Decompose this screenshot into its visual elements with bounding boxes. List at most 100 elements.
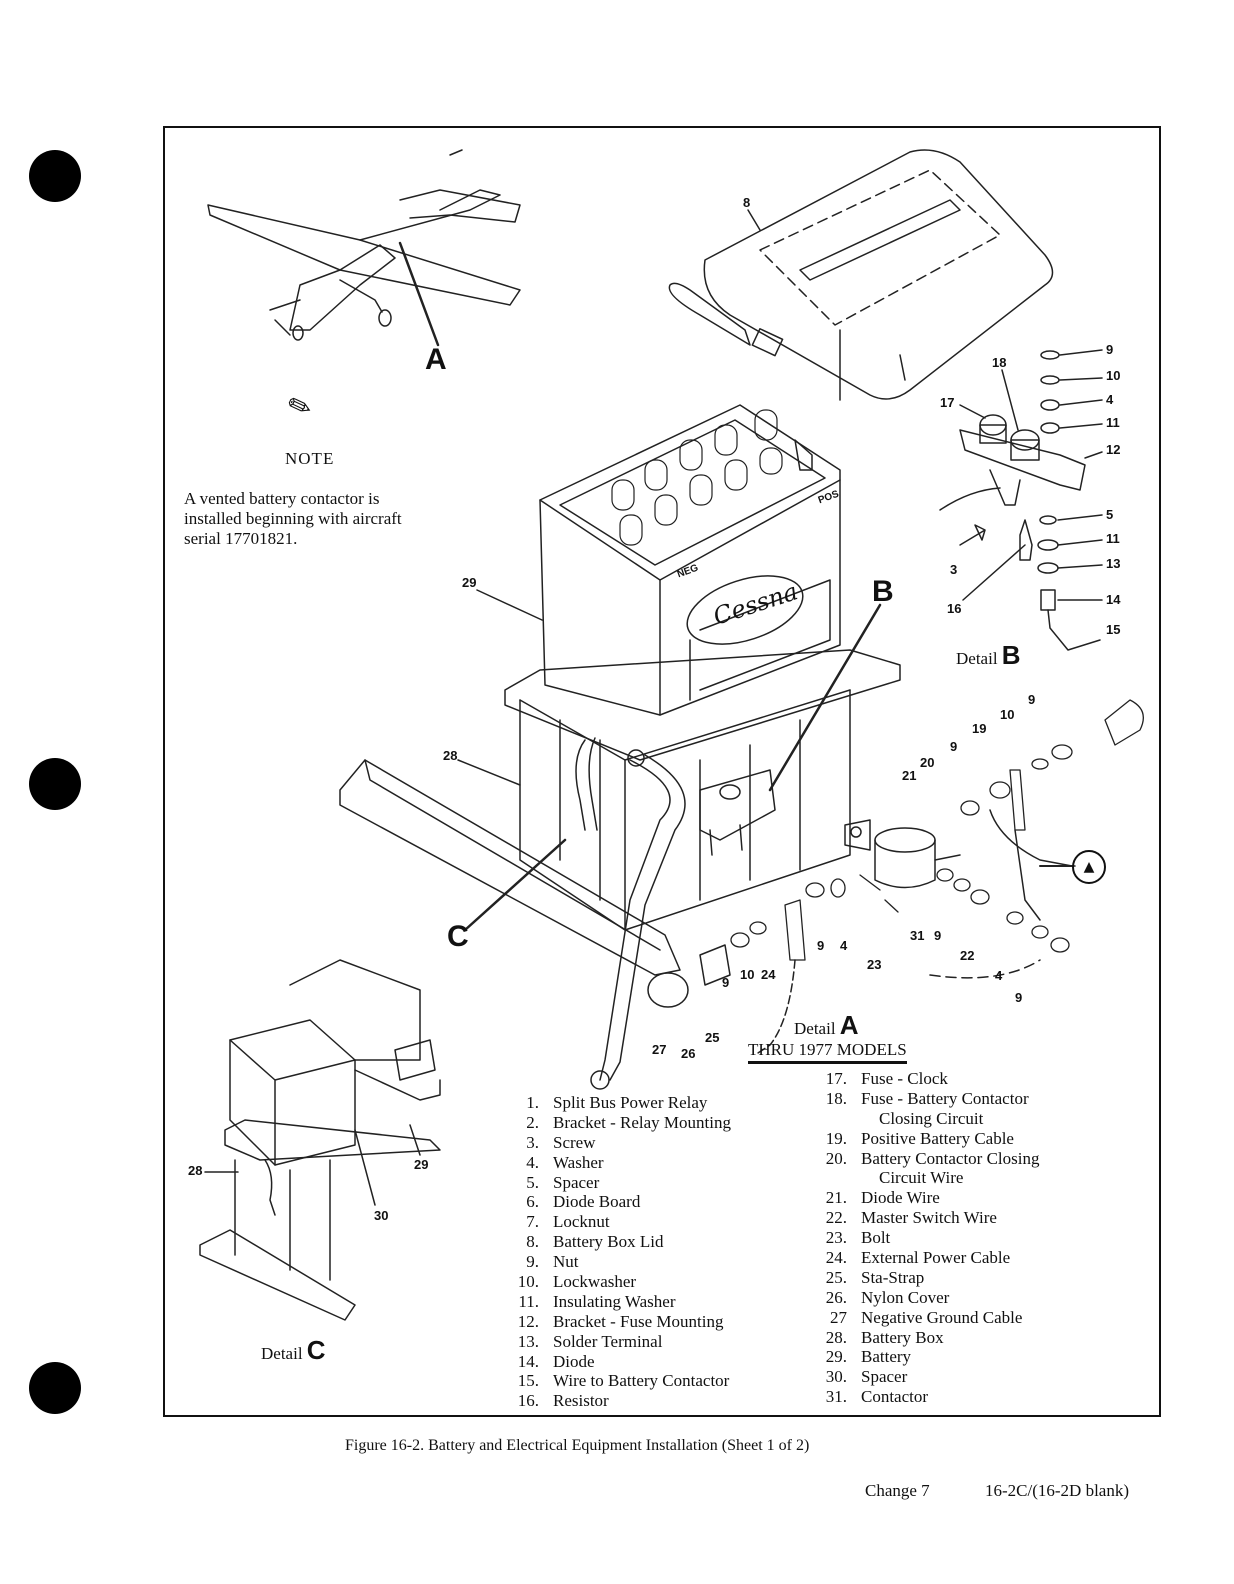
callout-21: 21: [902, 768, 917, 783]
figure-frame: [163, 126, 1161, 1417]
callout-11-detail-b-top: 11: [1106, 415, 1120, 430]
legend-item-label: Closing Circuit: [879, 1108, 984, 1128]
legend-item: 7.Locknut: [505, 1212, 805, 1232]
note-line-3: serial 17701821.: [184, 529, 298, 548]
letter-c: C: [447, 920, 469, 953]
note-line-2: installed beginning with aircraft: [184, 509, 402, 528]
legend-item-label: Diode Board: [553, 1192, 641, 1212]
callout-12: 12: [1106, 442, 1121, 457]
legend-item-label: Sta-Strap: [861, 1267, 925, 1287]
battery: [539, 404, 841, 716]
legend-item-number: 4.: [526, 1152, 539, 1172]
legend-item: 2.Bracket - Relay Mounting: [505, 1113, 805, 1133]
callout-29-main: 29: [462, 575, 477, 590]
legend-item-number: 22.: [825, 1208, 847, 1228]
callout-25: 25: [705, 1030, 720, 1045]
callout-10-upper: 10: [1000, 707, 1015, 722]
callout-5: 5: [1106, 507, 1114, 522]
legend-item-label: Battery Box Lid: [553, 1232, 664, 1252]
callout-28-detail-c: 28: [188, 1163, 203, 1178]
callout-9-mid: 9: [950, 739, 958, 754]
binder-hole-middle: [29, 758, 81, 810]
legend-item-number: 6.: [526, 1192, 539, 1212]
legend-item-number: 10.: [517, 1272, 539, 1292]
callout-9-detail-b: 9: [1106, 342, 1114, 357]
callout-24: 24: [761, 967, 776, 982]
legend-item: 1.Split Bus Power Relay: [505, 1093, 805, 1113]
detail-b-word: Detail: [956, 649, 998, 668]
legend-item: 9.Nut: [505, 1252, 805, 1272]
legend-item-number: 11.: [518, 1291, 539, 1311]
legend-item: Closing Circuit: [813, 1109, 1113, 1129]
legend-item-number: 23.: [825, 1228, 847, 1248]
callout-9-lower: 9: [817, 938, 825, 953]
callout-4-lower: 4: [840, 938, 848, 953]
leader-a: [398, 241, 440, 347]
legend-item: 12.Bracket - Fuse Mounting: [505, 1312, 805, 1332]
callout-10-lower: 10: [740, 967, 755, 982]
legend-item: 5.Spacer: [505, 1173, 805, 1193]
legend-item-number: 29.: [825, 1347, 847, 1367]
legend-item: 22.Master Switch Wire: [813, 1208, 1113, 1228]
legend-item: 28.Battery Box: [813, 1328, 1113, 1348]
letter-b: B: [872, 575, 894, 608]
legend-item: 8. Battery Box Lid: [505, 1232, 805, 1252]
legend-item-label: Screw: [553, 1132, 596, 1152]
legend-item: 10.Lockwasher: [505, 1272, 805, 1292]
binder-hole-bottom: [29, 1362, 81, 1414]
mounting-rail: [339, 759, 681, 976]
legend-item-number: 25.: [825, 1267, 847, 1287]
detail-a-word: Detail: [794, 1019, 836, 1038]
callout-26: 26: [681, 1046, 696, 1061]
page-number: 16-2C/(16-2D blank): [985, 1481, 1130, 1500]
callout-14: 14: [1106, 592, 1121, 607]
note-title: NOTE: [285, 449, 335, 468]
legend-item-number: 24.: [825, 1248, 847, 1268]
legend-item-number: 27: [830, 1307, 847, 1327]
legend-item-number: 21.: [825, 1188, 847, 1208]
callout-20: 20: [920, 755, 935, 770]
legend-item: 20.Battery Contactor Closing: [813, 1149, 1113, 1169]
airplane-illustration: [207, 149, 521, 341]
detail-b-parts: [939, 349, 1103, 651]
binder-hole-top: [29, 150, 81, 202]
legend-item-label: Solder Terminal: [553, 1331, 663, 1351]
callout-9-bottom-right: 9: [1015, 990, 1023, 1005]
callout-18: 18: [992, 355, 1007, 370]
legend-item: 29. Battery: [813, 1347, 1113, 1367]
callout-19: 19: [972, 721, 987, 736]
battery-box-lid: [668, 149, 1054, 401]
contactor: [844, 819, 961, 889]
legend-item-label: Contactor: [861, 1387, 929, 1407]
callout-8: 8: [743, 195, 751, 210]
legend-item-number: 1.: [526, 1093, 539, 1112]
legend-item-label: Battery: [861, 1347, 912, 1367]
legend-item-label: Nylon Cover: [861, 1287, 950, 1307]
legend-item: 13. Solder Terminal: [505, 1332, 805, 1352]
callout-16: 16: [947, 601, 962, 616]
relay-assembly: [699, 769, 776, 856]
detail-b-label: Detail B: [956, 640, 1021, 671]
legend-item-label: Bracket - Relay Mounting: [553, 1112, 731, 1132]
legend-item: 18.Fuse - Battery Contactor: [813, 1089, 1113, 1109]
legend-item: 11.Insulating Washer: [505, 1292, 805, 1312]
thru-models-label: THRU 1977 MODELS: [748, 1040, 907, 1064]
legend-item-number: 8.: [526, 1232, 539, 1252]
legend-item: 15.Wire to Battery Contactor: [505, 1371, 805, 1391]
detail-a-letter: A: [839, 1010, 859, 1040]
callout-4-detail-b: 4: [1106, 392, 1114, 407]
callout-31: 31: [910, 928, 925, 943]
legend-item-label: Battery Box: [861, 1327, 944, 1347]
detail-c-word: Detail: [261, 1344, 303, 1363]
change-number: Change 7: [865, 1481, 930, 1500]
legend-item: 17.Fuse - Clock: [813, 1069, 1113, 1089]
legend-item: 24.External Power Cable: [813, 1248, 1113, 1268]
legend-item-number: 13.: [517, 1331, 539, 1351]
legend-item: 25. Sta-Strap: [813, 1268, 1113, 1288]
letter-a: A: [425, 343, 447, 376]
callout-9-right: 9: [934, 928, 942, 943]
